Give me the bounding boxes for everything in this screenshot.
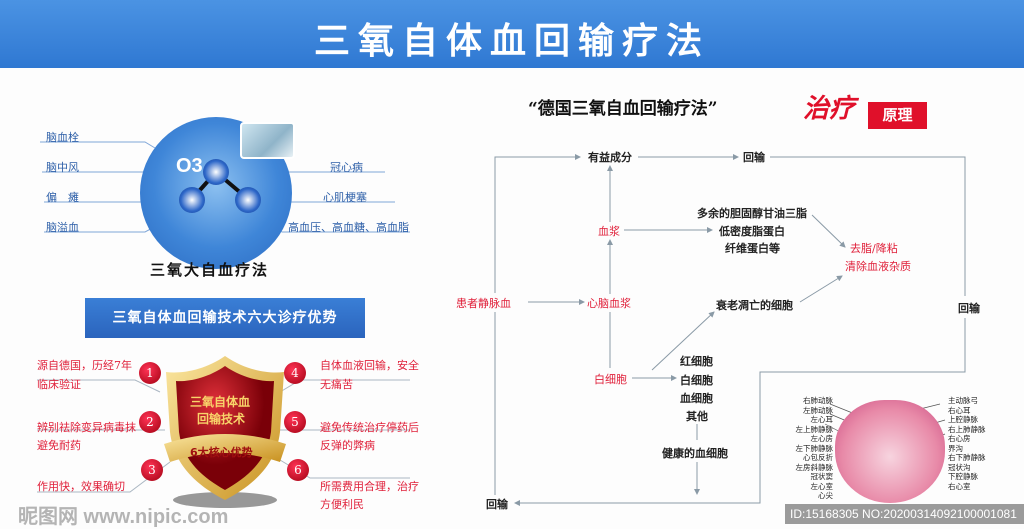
advantage-text: 辨别祛除变异病毒抹 [37, 421, 136, 434]
advantage-number: 5 [284, 411, 306, 433]
advantage-text: 自体血液回输，安全 [320, 359, 419, 372]
disease-label: 高血压、高血糖、高血脂 [288, 221, 409, 234]
advantage-number: 1 [139, 362, 161, 384]
disease-label: 脑溢血 [46, 221, 79, 234]
diagram-title-badge: 原理 [868, 102, 927, 129]
ozone-label: O3 [176, 155, 203, 177]
disease-label: 心肌梗塞 [323, 191, 367, 204]
flow-node: 回输 [958, 302, 980, 315]
disease-label: 脑中风 [46, 161, 79, 174]
flow-node: 其他 [686, 410, 708, 423]
header-bar: 三氧自体血回输疗法 [0, 0, 1024, 68]
heart-illustration [835, 400, 945, 503]
advantage-text: 临床验证 [37, 378, 81, 391]
flow-node: 白细胞 [594, 373, 627, 386]
disease-label: 脑血栓 [46, 131, 79, 144]
atom-icon [203, 159, 229, 185]
flow-node: 多余的胆固醇甘油三脂 [697, 207, 807, 220]
flow-node: 纤维蛋白等 [725, 242, 780, 255]
advantage-text: 反弹的弊病 [320, 439, 375, 452]
advantage-number: 3 [141, 459, 163, 481]
flow-node: 衰老凋亡的细胞 [716, 299, 793, 312]
flow-node: 低密度脂蛋白 [719, 225, 785, 238]
advantage-text: 方便利民 [320, 498, 364, 511]
atom-icon [235, 187, 261, 213]
flow-node: 心脑血浆 [587, 297, 631, 310]
advantage-number: 6 [287, 459, 309, 481]
disease-label: 偏 瘫 [46, 191, 79, 204]
diagram-title-accent: 治疗 [803, 94, 856, 124]
flow-node: 有益成分 [588, 151, 632, 164]
advantage-text: 所需费用合理，治疗 [320, 480, 419, 493]
flow-node: 回输 [743, 151, 765, 164]
shield-ribbon: 6大核心优势 [190, 446, 253, 459]
advantage-text: 源自德国，历经7年 [37, 359, 132, 372]
advantages-banner: 三氧自体血回输技术六大诊疗优势 [85, 298, 365, 338]
flow-node: 红细胞 [680, 355, 713, 368]
flow-node: 血细胞 [680, 392, 713, 405]
flow-node: 回输 [486, 498, 508, 511]
site-watermark: 昵图网 www.nipic.com [18, 506, 229, 528]
advantage-text: 无痛苦 [320, 378, 353, 391]
id-watermark: ID:15168305 NO:20200314092100001081 [785, 504, 1024, 524]
shield-text: 回输技术 [197, 412, 246, 426]
page-title: 三氧自体血回输疗法 [313, 21, 710, 62]
flow-node: 清除血液杂质 [845, 260, 911, 273]
flow-node: 患者静脉血 [456, 297, 511, 310]
diagram-title: “德国三氧自血回输疗法” [528, 99, 718, 119]
disease-label: 冠心病 [330, 161, 363, 174]
advantage-text: 避免传统治疗停药后 [320, 421, 419, 434]
heart-labels-right: 主动脉弓右心耳上腔静脉右上肺静脉右心房界沟右下肺静脉冠状沟下腔静脉右心室 [948, 396, 986, 491]
advantage-number: 2 [139, 411, 161, 433]
flow-node: 去脂/降粘 [850, 242, 898, 255]
flow-node: 健康的血细胞 [662, 447, 728, 460]
shield-icon [164, 356, 286, 508]
circle-caption: 三氧大自血疗法 [150, 261, 270, 279]
shield-text: 三氧自体血 [190, 395, 251, 409]
atom-icon [179, 187, 205, 213]
advantage-text: 避免耐药 [37, 439, 81, 452]
advantage-number: 4 [284, 362, 306, 384]
advantage-text: 作用快，效果确切 [37, 480, 125, 493]
flow-node: 血浆 [598, 225, 620, 238]
heart-labels-left: 右肺动脉左肺动脉左心耳左上肺静脉左心房左下肺静脉心包反折左房斜静脉冠状窦左心室心… [795, 396, 834, 500]
flow-node: 白细胞 [680, 374, 713, 387]
patient-photo [240, 122, 295, 159]
